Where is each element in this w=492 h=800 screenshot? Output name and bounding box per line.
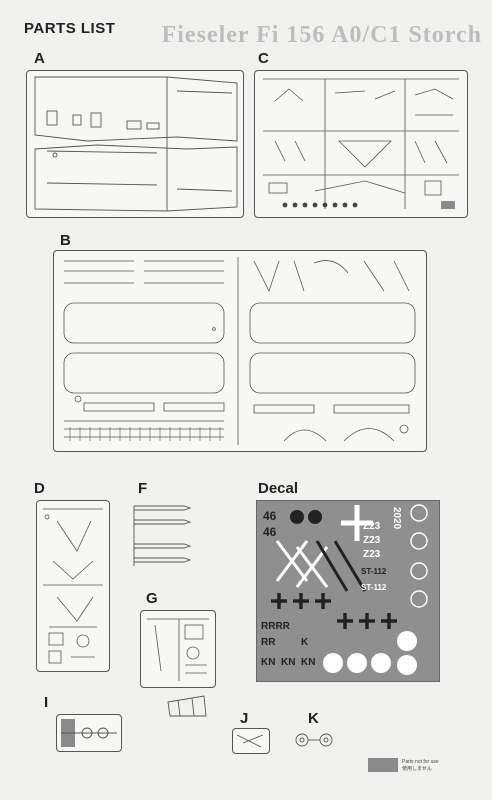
sprue-a	[26, 70, 244, 218]
sprue-d-label: D	[34, 480, 45, 497]
decal-marks	[271, 504, 428, 675]
sprue-j-label: J	[240, 710, 249, 727]
page-title: PARTS LIST	[24, 20, 116, 37]
sprue-i	[56, 714, 122, 752]
canopy-part-outline	[167, 695, 207, 717]
decal-marking-46a: 46	[263, 509, 277, 523]
sprue-c-label: C	[258, 50, 269, 67]
decal-marking-2020: 2020	[391, 507, 402, 530]
decal-marking-z23c: Z23	[363, 549, 381, 560]
decal-marking-z23b: Z23	[363, 535, 381, 546]
sprue-i-parts	[61, 719, 117, 747]
sprue-g	[140, 610, 216, 688]
sprue-g-parts	[147, 618, 209, 681]
sprue-d-parts	[43, 508, 103, 664]
decal-marking-kn-a: KN	[261, 657, 276, 668]
not-for-use-swatch	[368, 758, 398, 772]
sprue-g-label: G	[146, 590, 158, 607]
not-for-use-label-jp: 使用しません	[402, 766, 432, 772]
decal-marking-kn-b: KN	[281, 657, 296, 668]
product-title: Fieseler Fi 156 A0/C1 Storch	[161, 22, 482, 48]
decal-marking-st112a: ST-112	[361, 567, 387, 576]
canopy-part	[164, 692, 208, 720]
decal-label: Decal	[258, 480, 299, 497]
not-for-use-label: Parts not for use	[402, 759, 439, 765]
sprue-b-parts	[63, 257, 416, 445]
sprue-j-parts	[236, 734, 264, 748]
decal-sheet: 46 46 ST-112 ST-112 Z23 Z23 Z23 2020 RRR…	[256, 500, 440, 682]
sprue-k-parts	[295, 733, 333, 747]
decal-marking-z23a: Z23	[363, 521, 381, 532]
sprue-k-label: K	[308, 710, 319, 727]
sprue-b	[53, 250, 427, 452]
sprue-j	[232, 728, 270, 754]
sprue-f-label: F	[138, 480, 148, 497]
decal-marking-46b: 46	[263, 525, 277, 539]
sprue-i-label: I	[44, 694, 49, 711]
sprue-c	[254, 70, 468, 218]
sprue-f	[120, 496, 220, 576]
decal-marking-kn-c: KN	[301, 657, 316, 668]
sprue-f-parts	[133, 505, 192, 566]
sprue-k	[292, 730, 336, 750]
decal-marking-k: K	[301, 637, 309, 648]
sprue-b-label: B	[60, 232, 71, 249]
sprue-a-parts	[34, 76, 238, 212]
sprue-c-parts	[263, 78, 459, 209]
decal-marking-st112b: ST-112	[361, 583, 387, 592]
sprue-d	[36, 500, 110, 672]
decal-marking-rrrr: RRRR	[261, 621, 290, 632]
sprue-a-label: A	[34, 50, 45, 67]
decal-marking-rr: RR	[261, 637, 276, 648]
